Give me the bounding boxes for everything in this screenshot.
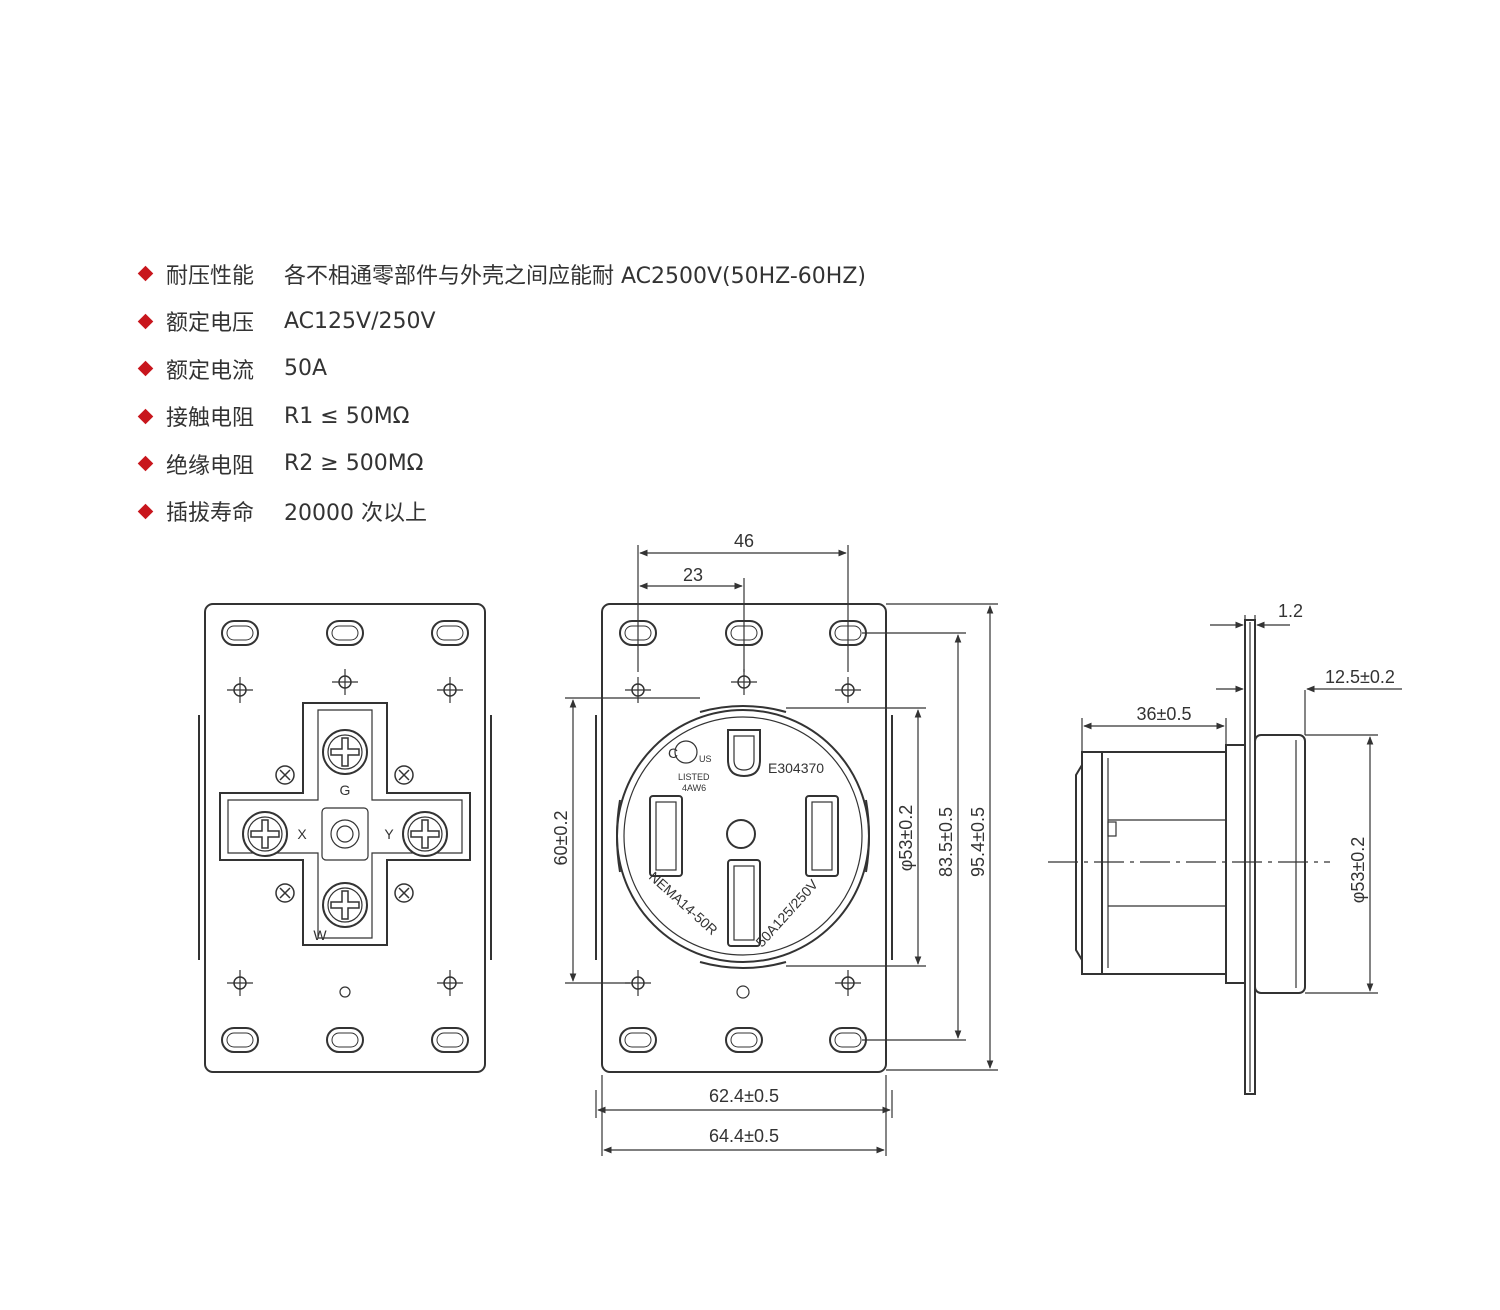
dim-half-width: 23 [683,565,703,585]
dim-height-left: 60±0.2 [551,811,571,866]
ground-slot [727,729,761,778]
terminal-screw-x [242,811,288,857]
spec-label: 额定电流 [166,358,255,384]
mounting-slot [431,620,469,646]
spec-value: R2 ≥ 500MΩ [284,451,424,477]
spec-label: 插拔寿命 [166,501,255,527]
dim-flange: 12.5±0.2 [1325,667,1395,687]
terminal-body [219,702,471,946]
hot-slot-x [649,795,683,877]
receptacle-face [616,709,870,963]
listed-sub-mark: 4AW6 [682,783,706,793]
terminal-label-x: X [297,826,307,842]
terminal-label-g: G [340,782,351,798]
back-view: G X Y W [198,603,492,1073]
listed-mark: LISTED [678,772,710,782]
terminal-label-y: Y [384,826,394,842]
dim-thickness: 1.2 [1278,601,1303,621]
hot-slot-y [805,795,839,877]
dim-height-full: 95.4±0.5 [968,807,988,877]
front-view: C US LISTED 4AW6 E304370 NEMA14-50R 50A1… [551,531,998,1156]
dim-diameter: φ53±0.2 [896,805,916,872]
spec-row: 接触电阻 R1 ≤ 50MΩ [137,393,866,441]
spec-value: R1 ≤ 50MΩ [284,403,410,429]
spec-value: 20000 次以上 [284,501,427,527]
mounting-slot [326,620,364,646]
spec-row: 插拔寿命 20000 次以上 [137,488,866,536]
spec-label: 额定电压 [166,311,255,337]
side-view: 1.2 12.5±0.2 36±0.5 φ53±0.2 [1048,601,1402,1095]
dim-side-diameter: φ53±0.2 [1348,837,1368,904]
spec-label: 接触电阻 [166,406,255,432]
us-mark: US [699,754,712,764]
side-flange [1254,734,1306,994]
mounting-slot [431,1027,469,1053]
spec-row: 额定电流 50A [137,345,866,393]
spec-label: 耐压性能 [166,263,255,289]
neutral-slot [727,859,761,947]
terminal-screw-y [402,811,448,857]
spec-row: 绝缘电阻 R2 ≥ 500MΩ [137,440,866,488]
spec-row: 耐压性能 各不相通零部件与外壳之间应能耐 AC2500V(50HZ-60HZ) [137,250,866,298]
center-circle [726,819,756,849]
mounting-slot [725,1027,763,1053]
dim-height-mid: 83.5±0.5 [936,807,956,877]
mounting-slot [619,1027,657,1053]
dim-inner-width: 62.4±0.5 [709,1086,779,1106]
spec-list: 耐压性能 各不相通零部件与外壳之间应能耐 AC2500V(50HZ-60HZ) 额… [137,250,866,536]
spec-value: 各不相通零部件与外壳之间应能耐 AC2500V(50HZ-60HZ) [284,263,866,289]
spec-value: 50A [284,356,328,382]
dim-depth: 36±0.5 [1137,704,1192,724]
c-mark: C [668,745,678,761]
cert-number: E304370 [768,760,824,776]
terminal-label-w: W [313,927,327,943]
mounting-slot [829,1027,867,1053]
back-plate [204,603,486,1073]
side-body [1081,751,1227,975]
dim-width-top: 46 [734,531,754,551]
mounting-slot [326,1027,364,1053]
spec-value: AC125V/250V [284,308,436,334]
dim-outer-width: 64.4±0.5 [709,1126,779,1146]
mounting-slot [221,1027,259,1053]
terminal-screw-w [322,882,368,928]
mounting-slot [221,620,259,646]
spec-row: 额定电压 AC125V/250V [137,298,866,346]
spec-label: 绝缘电阻 [166,453,255,479]
terminal-screw-g [322,729,368,775]
